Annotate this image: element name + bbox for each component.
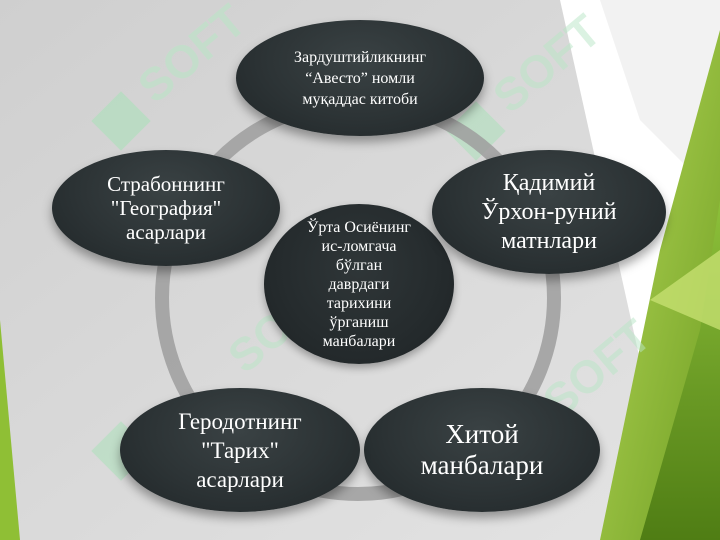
center-hub-label: Ўрта Осиёнинг ис-ломгача бўлган даврдаги… (307, 218, 411, 350)
right-green-highlight (650, 250, 720, 330)
node-strabo-label: Страбоннинг "География" асарлари (107, 172, 225, 244)
node-avesto-label: Зардуштийликнинг “Авесто” номли муқаддас… (293, 48, 427, 108)
node-orkhon: Қадимий Ўрхон-руний матнлари (432, 150, 666, 274)
right-green-shape-b (640, 200, 720, 540)
node-herodotus: Геродотнинг "Тарих" асарлари (120, 388, 360, 512)
soft-logo-icon (91, 91, 151, 151)
node-herodotus-label: Геродотнинг "Тарих" асарлари (178, 408, 302, 492)
left-green-sliver (0, 320, 20, 540)
center-hub: Ўрта Осиёнинг ис-ломгача бўлган даврдаги… (264, 204, 454, 364)
node-avesto: Зардуштийликнинг “Авесто” номли муқаддас… (236, 20, 484, 136)
node-strabo: Страбоннинг "География" асарлари (52, 150, 280, 266)
node-china: Хитой манбалари (364, 388, 600, 512)
node-orkhon-label: Қадимий Ўрхон-руний матнлари (481, 169, 617, 254)
node-china-label: Хитой манбалари (420, 419, 544, 480)
